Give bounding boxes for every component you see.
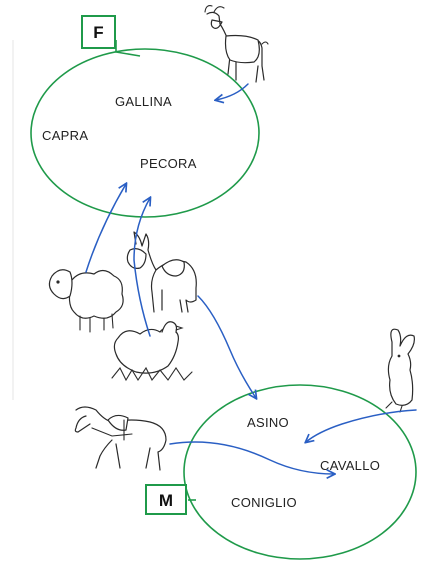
donkey-drawing [126, 231, 197, 313]
arrow-horse-to-m [169, 441, 334, 474]
arrow-hen-to-f [133, 198, 150, 337]
set-f-member-gallina: GALLINA [115, 94, 172, 109]
set-f-badge-letter: F [93, 23, 103, 42]
goat-drawing [204, 5, 269, 83]
arrow-donkey-to-m [197, 295, 256, 398]
set-m-badge [145, 484, 187, 515]
sorting-arrows [85, 83, 417, 474]
arrow-rabbit-to-m [306, 409, 417, 442]
sheep-drawing [48, 269, 124, 333]
set-m-member-coniglio: CONIGLIO [231, 495, 297, 510]
set-m: M ASINO CAVALLO CONIGLIO [145, 384, 417, 560]
set-f-ellipse [30, 48, 260, 218]
set-m-ellipse [183, 384, 417, 560]
arrow-goat-to-f [216, 83, 249, 100]
set-f-member-pecora: PECORA [140, 156, 197, 171]
set-f-connector [115, 40, 141, 57]
horse-drawing [74, 406, 167, 471]
set-f-badge [81, 15, 116, 49]
arrow-sheep-to-f [85, 184, 126, 273]
set-m-member-cavallo: CAVALLO [320, 458, 380, 473]
set-m-member-asino: ASINO [247, 415, 289, 430]
set-f: F GALLINA CAPRA PECORA [30, 15, 260, 218]
rabbit-drawing [385, 328, 415, 413]
set-f-member-capra: CAPRA [42, 128, 88, 143]
set-m-badge-letter: M [159, 491, 173, 510]
hen-drawing [111, 321, 193, 382]
